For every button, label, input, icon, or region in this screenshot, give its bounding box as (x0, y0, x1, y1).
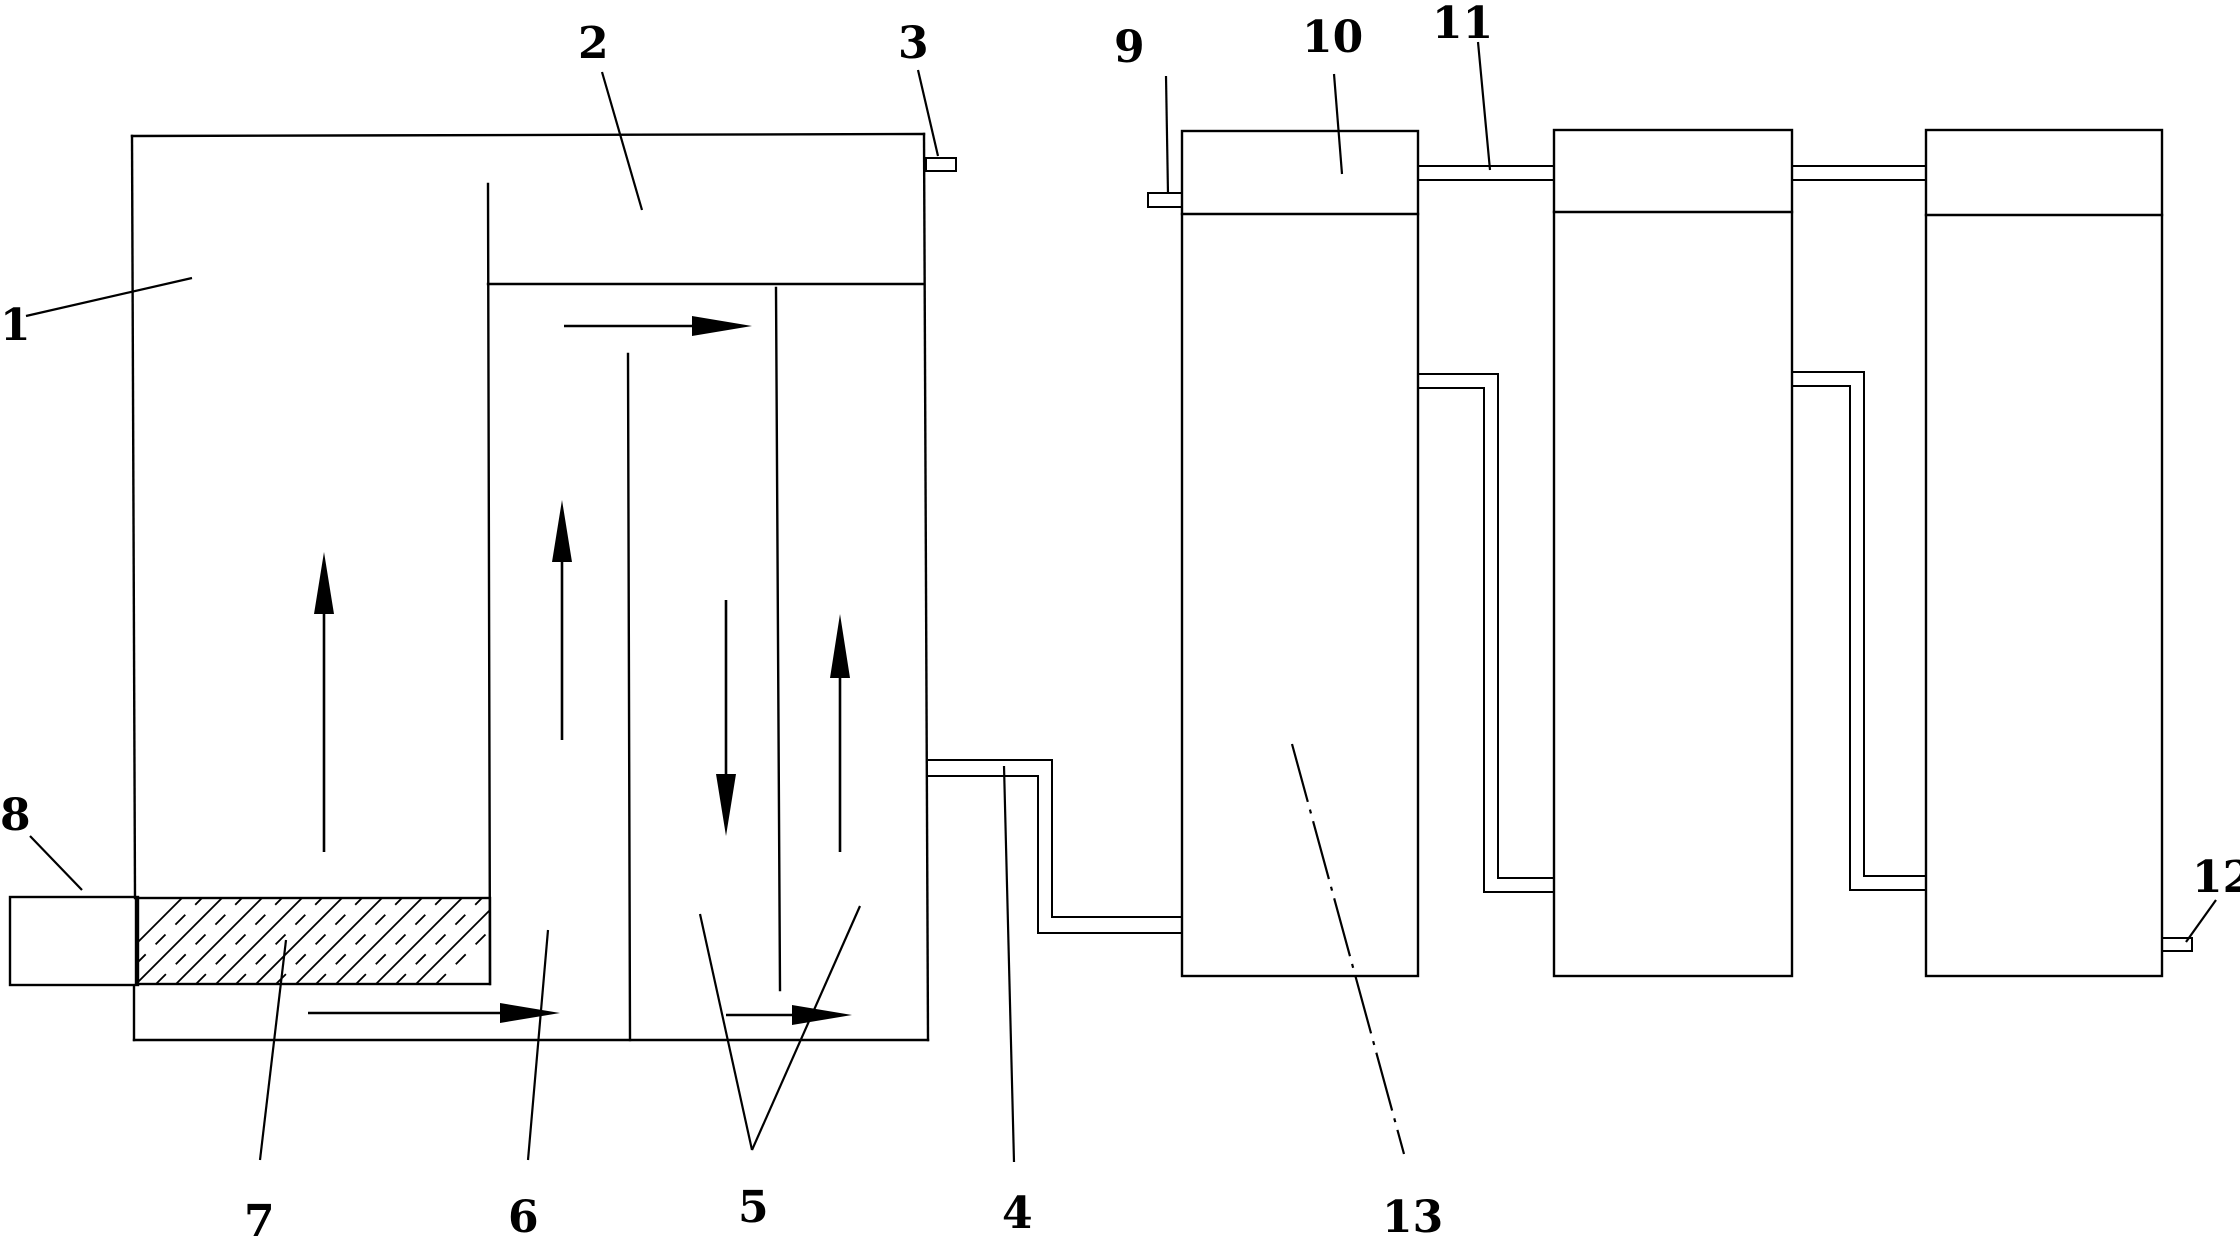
inlet-and-filler (8, 895, 492, 987)
callout-10: 10 (1302, 12, 1363, 63)
callout-9: 9 (1114, 22, 1145, 73)
callout-7: 7 (244, 1196, 275, 1243)
baffle-wall-left (486, 182, 492, 986)
leader-lines (25, 41, 2217, 1163)
column-2 (1552, 128, 1794, 978)
flow-arrow-down-zone5 (716, 600, 736, 836)
callout-3: 3 (898, 18, 929, 69)
overflow-pipe-top-2-3 (1792, 165, 1926, 181)
transfer-pipe-2-3 (1792, 371, 1926, 891)
transfer-pipe-1-2 (1418, 373, 1554, 893)
flow-arrow-right-bottom-right (726, 1005, 852, 1025)
outlet-pipe-3 (925, 157, 957, 172)
connecting-pipe-4 (928, 759, 1182, 934)
callout-1: 1 (0, 300, 31, 351)
flow-arrow-up-zone6 (552, 500, 572, 740)
callout-11: 11 (1432, 0, 1493, 49)
callout-5: 5 (738, 1182, 769, 1233)
flow-arrow-right-top (564, 316, 752, 336)
flow-arrow-up-zone5 (830, 614, 850, 852)
column-3 (1924, 128, 2193, 978)
filler-hatching (136, 898, 490, 984)
baffle-wall-middle (626, 352, 632, 1042)
overflow-pipe-11 (1418, 165, 1554, 181)
callout-6: 6 (508, 1192, 539, 1243)
callout-4: 4 (1002, 1188, 1033, 1239)
baffle-wall-right (774, 286, 782, 992)
callout-12: 12 (2192, 852, 2240, 903)
callout-13: 13 (1382, 1192, 1443, 1243)
callout-2: 2 (578, 18, 609, 69)
reaction-tank (130, 132, 957, 1042)
callout-8: 8 (0, 790, 31, 841)
inlet-pipe-8 (8, 895, 140, 987)
flow-arrows (308, 316, 852, 1025)
flow-arrow-right-bottom-left (308, 1003, 560, 1023)
column-1 (1147, 129, 1420, 978)
inlet-pipe-9 (1147, 192, 1183, 208)
flow-arrow-up-zone1 (314, 552, 334, 852)
filler-layer-7 (134, 896, 492, 986)
outlet-pipe-12 (2161, 937, 2193, 952)
